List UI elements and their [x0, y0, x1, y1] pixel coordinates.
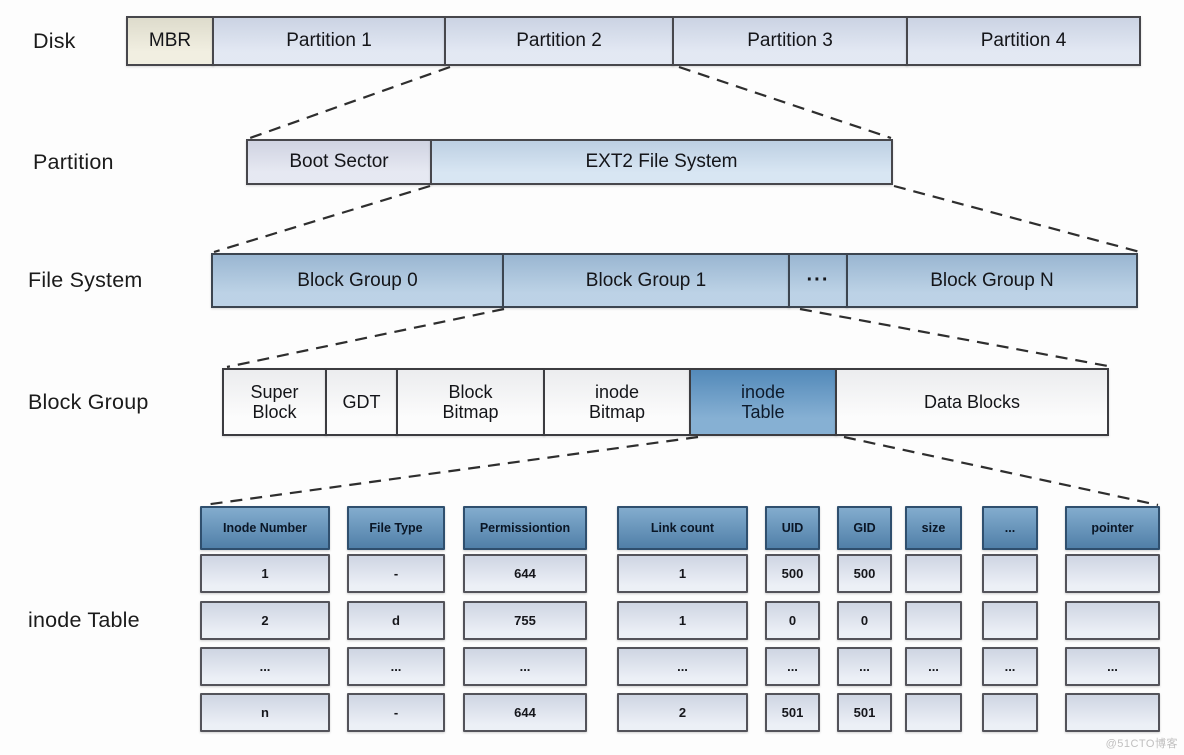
inode-cell-dots: ...	[1065, 647, 1160, 686]
partition-row: Boot Sector EXT2 File System	[246, 139, 893, 185]
box-dots: ···	[788, 253, 848, 308]
inode-cell-500: 500	[765, 554, 820, 593]
connector-partitionrow-left	[213, 184, 431, 254]
box-inode-bitmap: inode Bitmap	[543, 368, 691, 436]
box-partition-1: Partition 1	[212, 16, 446, 66]
inode-cell-501: 501	[837, 693, 892, 732]
inode-cell-empty	[982, 693, 1038, 732]
box-label: Boot Sector	[289, 151, 389, 173]
connector-blockgroup-left	[226, 307, 505, 369]
inode-cell-501: 501	[765, 693, 820, 732]
blockgroup-row: Super Block GDT Block Bitmap inode Bitmap in…	[222, 368, 1109, 436]
col-header-inode-number: Inode Number	[200, 506, 330, 550]
box-block-group-n: Block Group N	[846, 253, 1138, 308]
box-label: Data Blocks	[923, 391, 1021, 412]
col-header-dots: ...	[982, 506, 1038, 550]
inode-cell-empty	[905, 554, 962, 593]
filesystem-row: Block Group 0 Block Group 1 ··· Block Group…	[211, 253, 1138, 308]
connector-partition2-left	[249, 65, 451, 140]
inode-cell-1: 1	[200, 554, 330, 593]
connector-partition2-right	[678, 65, 892, 140]
box-label: GDT	[342, 391, 381, 412]
inode-cell-dots: ...	[617, 647, 748, 686]
box-block-group-0: Block Group 0	[211, 253, 504, 308]
inode-cell-dots: ...	[463, 647, 587, 686]
inode-cell-empty	[1065, 601, 1160, 640]
inode-cell-empty	[905, 693, 962, 732]
box-partition-4: Partition 4	[906, 16, 1141, 66]
box-gdt: GDT	[325, 368, 398, 436]
inode-cell-dash: -	[347, 554, 445, 593]
box-label: Partition 3	[747, 30, 833, 52]
box-label: EXT2 File System	[585, 151, 738, 173]
box-boot-sector: Boot Sector	[246, 139, 432, 185]
box-block-group-1: Block Group 1	[502, 253, 790, 308]
inode-cell-0: 0	[837, 601, 892, 640]
label-file-system: File System	[28, 268, 143, 292]
inode-cell-0: 0	[765, 601, 820, 640]
box-partition-3: Partition 3	[672, 16, 908, 66]
inode-cell-dots: ...	[837, 647, 892, 686]
inode-cell-1: 1	[617, 554, 748, 593]
box-label: Block Group N	[930, 269, 1054, 291]
inode-cell-dots: ...	[765, 647, 820, 686]
connector-partitionrow-right	[893, 184, 1141, 254]
box-label: Super Block	[250, 381, 299, 422]
label-disk: Disk	[33, 28, 76, 53]
box-label: Partition 4	[980, 30, 1067, 52]
inode-table: Inode Number File Type Permissiontion Link …	[200, 506, 1163, 732]
inode-cell-empty	[982, 554, 1038, 593]
box-ext2-file-system: EXT2 File System	[430, 139, 893, 185]
inode-cell-2: 2	[200, 601, 330, 640]
inode-cell-empty	[1065, 693, 1160, 732]
watermark: @51CTO博客	[1105, 738, 1178, 750]
label-inode-table: inode Table	[28, 607, 140, 632]
inode-cell-500: 500	[837, 554, 892, 593]
label-partition: Partition	[33, 149, 114, 174]
box-block-bitmap: Block Bitmap	[396, 368, 545, 436]
box-label: Partition 2	[516, 30, 602, 52]
label-block-group: Block Group	[28, 389, 149, 414]
col-header-pointer: pointer	[1065, 506, 1160, 550]
box-label: inode Table	[740, 381, 786, 422]
connector-inodetable-right	[843, 435, 1159, 507]
box-label: ···	[806, 269, 830, 292]
col-header-size: size	[905, 506, 962, 550]
inode-cell-dots: ...	[905, 647, 962, 686]
box-mbr: MBR	[126, 16, 214, 66]
inode-cell-2: 2	[617, 693, 748, 732]
inode-cell-empty	[1065, 554, 1160, 593]
inode-cell-1: 1	[617, 601, 748, 640]
box-label: MBR	[148, 30, 192, 52]
box-label: inode Bitmap	[588, 381, 646, 422]
box-label: Block Group 1	[585, 269, 707, 291]
inode-cell-dots: ...	[982, 647, 1038, 686]
inode-cell-dash: -	[347, 693, 445, 732]
box-data-blocks: Data Blocks	[835, 368, 1109, 436]
disk-row: MBR Partition 1 Partition 2 Partition 3 Part…	[126, 16, 1141, 66]
col-header-file-type: File Type	[347, 506, 445, 550]
inode-cell-d: d	[347, 601, 445, 640]
box-label: Partition 1	[286, 30, 372, 52]
inode-cell-n: n	[200, 693, 330, 732]
col-header-permissiontion: Permissiontion	[463, 506, 587, 550]
col-header-uid: UID	[765, 506, 820, 550]
col-header-link-count: Link count	[617, 506, 748, 550]
box-label: Block Bitmap	[442, 381, 499, 422]
inode-cell-dots: ...	[347, 647, 445, 686]
col-header-gid: GID	[837, 506, 892, 550]
inode-cell-644: 644	[463, 693, 587, 732]
inode-cell-644: 644	[463, 554, 587, 593]
box-label: Block Group 0	[297, 269, 418, 291]
inode-cell-755: 755	[463, 601, 587, 640]
inode-cell-dots: ...	[200, 647, 330, 686]
connector-inodetable-left	[203, 435, 699, 507]
box-partition-2: Partition 2	[444, 16, 674, 66]
connector-blockgroup-right	[799, 307, 1114, 369]
box-inode-table: inode Table	[689, 368, 837, 436]
inode-cell-empty	[982, 601, 1038, 640]
inode-cell-empty	[905, 601, 962, 640]
box-super-block: Super Block	[222, 368, 327, 436]
